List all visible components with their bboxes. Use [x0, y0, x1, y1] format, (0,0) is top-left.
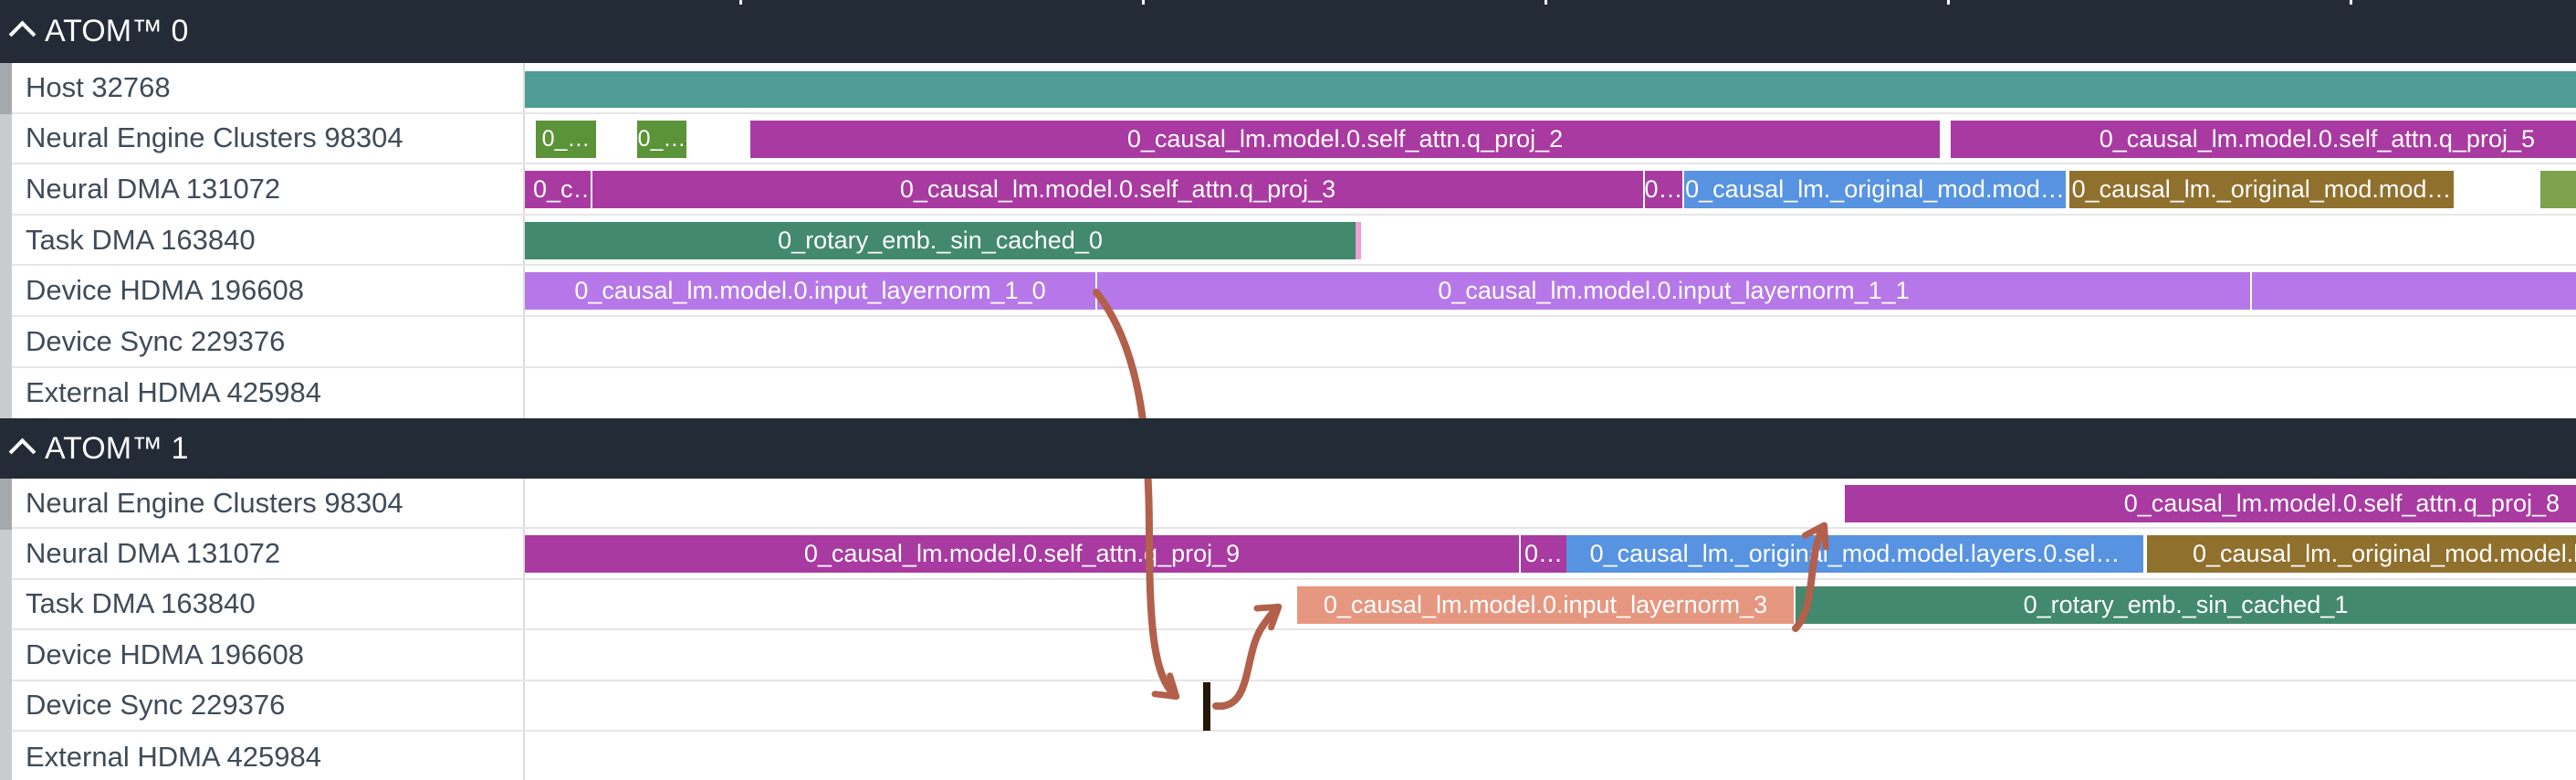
- slice[interactable]: [1356, 221, 1361, 259]
- ruler-tick: [2350, 0, 2352, 5]
- slice[interactable]: 0_causal_lm.model.0.input_layernorm_1_1: [1097, 272, 2250, 311]
- section-gutter-accent: [0, 63, 12, 114]
- track-label: Device Sync 229376: [0, 316, 525, 366]
- track-row-device-sync: Device Sync 229376: [0, 680, 2576, 732]
- section-gutter-accent: [0, 479, 12, 530]
- slice[interactable]: 0…: [1521, 535, 1566, 574]
- slice[interactable]: 0_rotary_emb._sin_cached_1: [1796, 585, 2576, 624]
- track-label: Device HDMA 196608: [0, 630, 525, 680]
- track-label: External HDMA 425984: [0, 731, 525, 780]
- slice[interactable]: 0…: [1645, 171, 1682, 209]
- slice[interactable]: 0_…: [536, 120, 596, 158]
- track-row-device-hdma: 0_causal_lm.model.0.input_layernorm_1_0 …: [0, 266, 2576, 317]
- section-gutter: [0, 63, 12, 418]
- slice[interactable]: 0_causal_lm.model.0.self_attn.q_proj_9: [525, 535, 1519, 574]
- track-row-device-sync: Device Sync 229376: [0, 316, 2576, 368]
- track-row-device-hdma: Device HDMA 196608: [0, 630, 2576, 681]
- slice[interactable]: 0_causal_lm._original_mod.model.laye: [2147, 535, 2576, 574]
- slice[interactable]: [2252, 272, 2576, 311]
- ruler-tick: [739, 0, 742, 5]
- slice[interactable]: 0_causal_lm.model.0.self_attn.q_proj_2: [750, 120, 1940, 158]
- slice[interactable]: 0_rotary_emb._sin_cached_0: [525, 221, 1356, 259]
- ruler-tick: [1545, 0, 1547, 5]
- ruler-tick: [1142, 0, 1145, 5]
- track-label: External HDMA 425984: [0, 367, 525, 419]
- slice[interactable]: 0_causal_lm.model.0.input_layernorm_3: [1297, 585, 1794, 624]
- section-header-atom0[interactable]: ATOM™ 0: [0, 0, 2576, 63]
- section-header-atom1[interactable]: ATOM™ 1: [0, 418, 2576, 479]
- track-row-neural-dma: 0_c… 0_causal_lm.model.0.self_attn.q_pro…: [0, 164, 2576, 216]
- track-row-task-dma: 0_rotary_emb._sin_cached_0: [0, 215, 2576, 267]
- slice[interactable]: 0_causal_lm._original_mod.model.layers.0…: [1566, 535, 2143, 574]
- atom0-track-area: Host 32768 0_… 0_… 0_causal_lm.model.0.s…: [0, 63, 2576, 419]
- section-title: ATOM™ 0: [45, 14, 189, 48]
- slice[interactable]: [525, 71, 2576, 108]
- slice[interactable]: 0_causal_lm.model.0.self_attn.q_proj_8: [1845, 485, 2576, 522]
- slice[interactable]: 0_causal_lm.model.0.input_layernorm_1_0: [525, 272, 1095, 311]
- track-row-host: Host 32768: [0, 63, 2576, 114]
- slice[interactable]: 0_causal_lm._original_mod.mod…: [2069, 171, 2454, 209]
- slice[interactable]: 0_…: [637, 120, 686, 158]
- slice[interactable]: 0_c…: [525, 171, 591, 209]
- sync-event-marker[interactable]: [1203, 681, 1210, 731]
- track-row-neural-engine-clusters: 0_… 0_… 0_causal_lm.model.0.self_attn.q_…: [0, 113, 2576, 165]
- track-label: Device Sync 229376: [0, 680, 525, 730]
- collapse-chevron-icon[interactable]: [8, 20, 37, 48]
- track-label: Host 32768: [0, 63, 525, 112]
- track-row-neural-dma: 0_causal_lm.model.0.self_attn.q_proj_9 0…: [0, 529, 2576, 580]
- track-row-neural-engine-clusters: 0_causal_lm.model.0.self_attn.q_proj_8: [0, 479, 2576, 530]
- track-row-task-dma: 0_causal_lm.model.0.input_layernorm_3 0_…: [0, 579, 2576, 631]
- collapse-chevron-icon[interactable]: [8, 437, 37, 465]
- atom1-track-area: 0_causal_lm.model.0.self_attn.q_proj_8 0…: [0, 479, 2576, 780]
- ruler-tick: [1947, 0, 1950, 5]
- slice[interactable]: 0_causal_lm.model.0.self_attn.q_proj_3: [592, 171, 1643, 209]
- section-title: ATOM™ 1: [45, 430, 189, 466]
- slice[interactable]: 0_causal_lm._original_mod.mod…: [1684, 171, 2066, 209]
- slice[interactable]: 0_causal_lm.model.0.self_attn.q_proj_5: [1951, 120, 2576, 158]
- slice[interactable]: [2540, 171, 2576, 209]
- track-row-external-hdma: External HDMA 425984: [0, 731, 2576, 780]
- track-row-external-hdma: External HDMA 425984: [0, 367, 2576, 419]
